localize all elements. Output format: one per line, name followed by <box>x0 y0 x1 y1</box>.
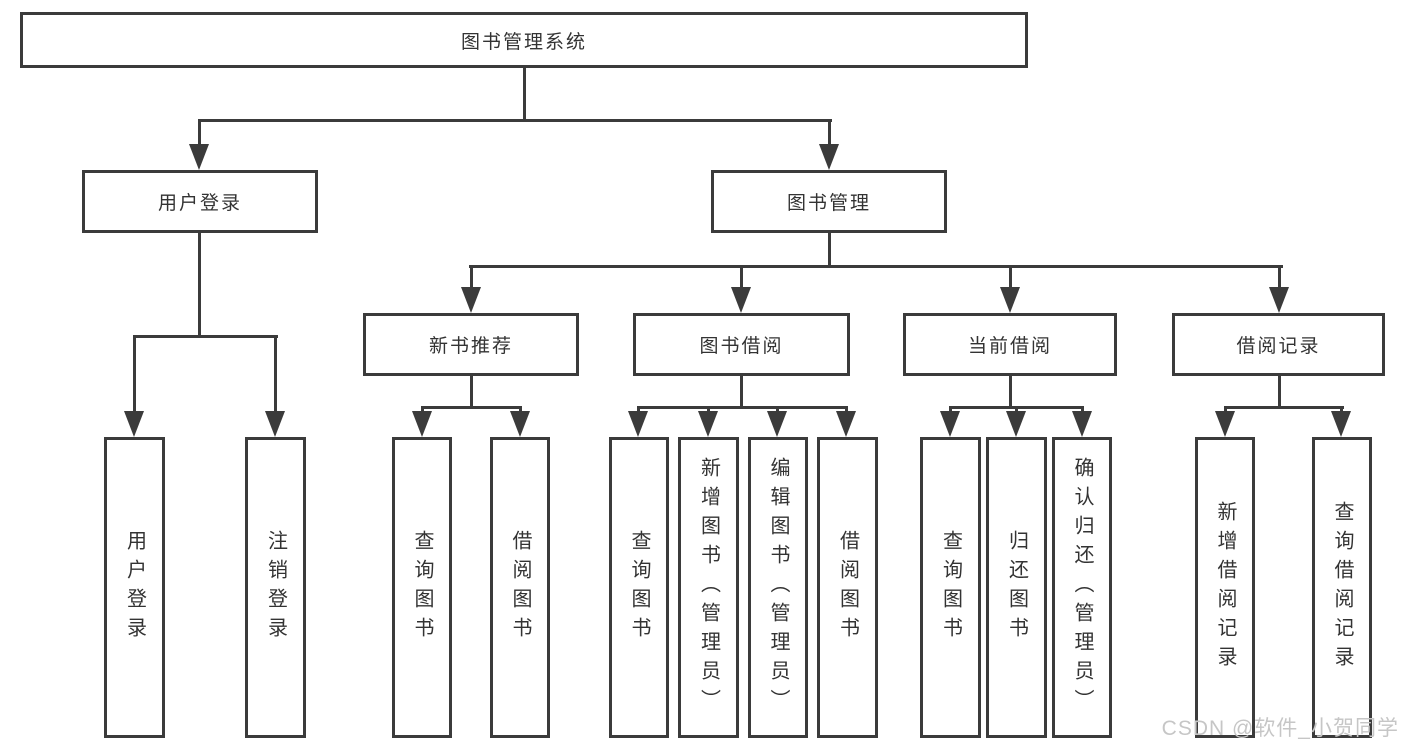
node-current-borrowing: 当前借阅 <box>903 313 1117 376</box>
connector-line <box>740 265 743 291</box>
leaf-borrow-books-recommend: 借阅图书 <box>490 437 550 738</box>
connector-line <box>949 406 952 415</box>
connector-line <box>421 406 522 409</box>
node-book-borrowing: 图书借阅 <box>633 313 850 376</box>
arrow-down <box>731 287 751 313</box>
connector-line <box>1009 374 1012 409</box>
node-book-management: 图书管理 <box>711 170 947 233</box>
arrow-down <box>189 144 209 170</box>
connector-line <box>1015 406 1018 415</box>
connector-line <box>523 66 526 121</box>
connector-line <box>274 335 277 415</box>
arrow-down <box>1000 287 1020 313</box>
connector-line <box>470 265 473 291</box>
connector-line <box>133 335 278 338</box>
connector-line <box>637 406 640 415</box>
csdn-watermark: CSDN @软件_小贺同学 <box>1161 717 1399 740</box>
node-borrowing-records: 借阅记录 <box>1172 313 1385 376</box>
node-new-book-recommend: 新书推荐 <box>363 313 579 376</box>
connector-line <box>828 232 831 268</box>
leaf-return-book: 归还图书 <box>986 437 1047 738</box>
arrow-down <box>124 411 144 437</box>
connector-line <box>198 119 832 122</box>
leaf-query-books-current: 查询图书 <box>920 437 981 738</box>
connector-line <box>776 406 779 415</box>
connector-line <box>845 406 848 415</box>
connector-line <box>470 374 473 409</box>
connector-line <box>707 406 710 415</box>
connector-line <box>519 406 522 415</box>
connector-line <box>1009 265 1012 291</box>
leaf-query-books-borrowing: 查询图书 <box>609 437 669 738</box>
connector-line <box>1224 406 1344 409</box>
leaf-confirm-return-admin: 确认归还（管理员） <box>1052 437 1112 738</box>
arrow-down <box>1006 411 1026 437</box>
leaf-query-borrow-record: 查询借阅记录 <box>1312 437 1372 738</box>
arrow-down <box>265 411 285 437</box>
connector-line <box>469 265 1283 268</box>
arrow-down <box>461 287 481 313</box>
connector-line <box>1340 406 1343 415</box>
connector-line <box>828 119 831 149</box>
arrow-down <box>1215 411 1235 437</box>
connector-line <box>198 119 201 149</box>
node-root: 图书管理系统 <box>20 12 1028 68</box>
arrow-down <box>698 411 718 437</box>
leaf-borrow-books: 借阅图书 <box>817 437 878 738</box>
arrow-down <box>1072 411 1092 437</box>
leaf-add-book-admin: 新增图书（管理员） <box>678 437 739 738</box>
arrow-down <box>819 144 839 170</box>
arrow-down <box>1331 411 1351 437</box>
connector-line <box>1278 374 1281 409</box>
connector-line <box>1081 406 1084 415</box>
connector-line <box>740 374 743 409</box>
leaf-query-books-recommend: 查询图书 <box>392 437 452 738</box>
leaf-user-login: 用户登录 <box>104 437 165 738</box>
leaf-add-borrow-record: 新增借阅记录 <box>1195 437 1255 738</box>
arrow-down <box>836 411 856 437</box>
arrow-down <box>1269 287 1289 313</box>
leaf-logout: 注销登录 <box>245 437 306 738</box>
arrow-down <box>940 411 960 437</box>
connector-line <box>198 232 201 338</box>
arrow-down <box>510 411 530 437</box>
connector-line <box>133 335 136 415</box>
arrow-down <box>412 411 432 437</box>
connector-line <box>637 406 848 409</box>
arrow-down <box>767 411 787 437</box>
connector-line <box>1278 265 1281 291</box>
leaf-edit-book-admin: 编辑图书（管理员） <box>748 437 808 738</box>
connector-line <box>1224 406 1227 415</box>
arrow-down <box>628 411 648 437</box>
node-user-login: 用户登录 <box>82 170 318 233</box>
connector-line <box>421 406 424 415</box>
